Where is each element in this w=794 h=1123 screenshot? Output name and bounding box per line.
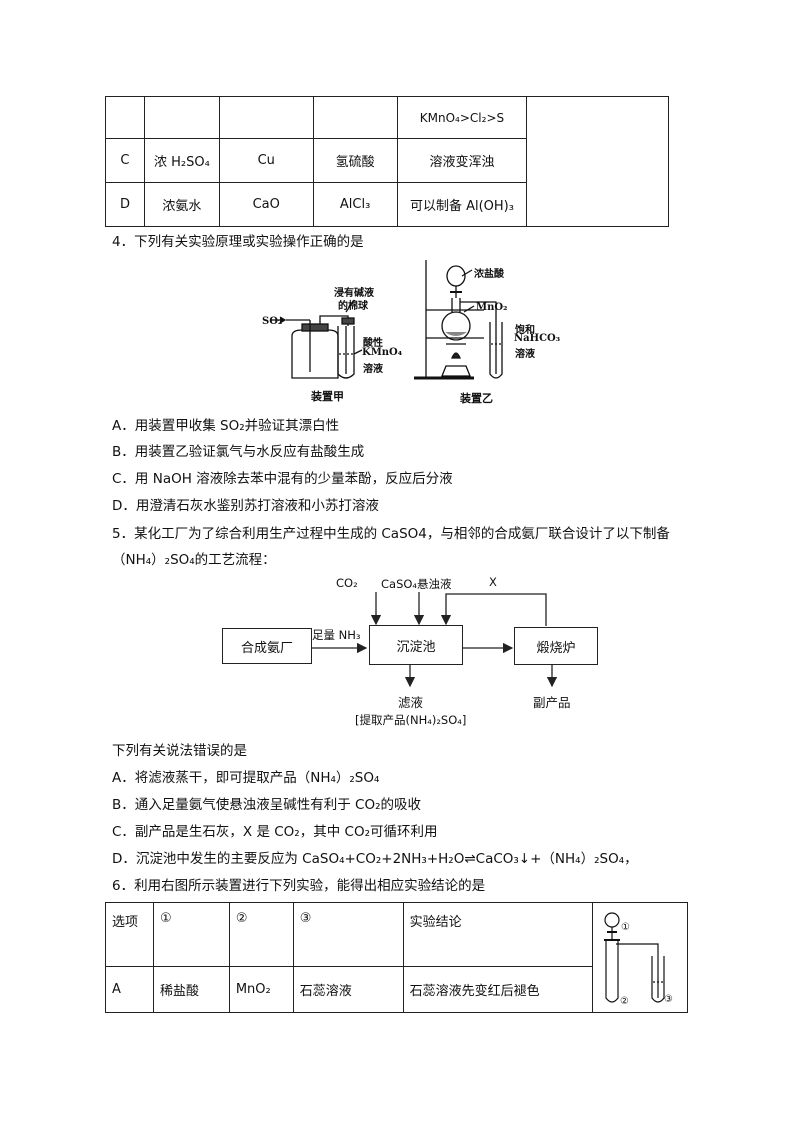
figure-label-1: ① — [621, 922, 630, 933]
label-mno2: MnO₂ — [476, 302, 508, 313]
label-cotton-1: 浸有碱液 — [334, 288, 374, 299]
top-table: KMnO₄>Cl₂>S C 浓 H₂SO₄ Cu 氢硫酸 溶液变浑浊 D 浓氨水… — [105, 96, 669, 227]
cell: 可以制备 Al(OH)₃ — [396, 182, 528, 227]
header-conclusion: 实验结论 — [402, 902, 594, 967]
q4-option-d: D．用澄清石灰水鉴别苏打溶液和小苏打溶液 — [112, 498, 379, 514]
header-3: ③ — [292, 902, 404, 967]
cell: 浓氨水 — [143, 182, 220, 227]
label-hcl: 浓盐酸 — [474, 269, 504, 280]
q5-question: 下列有关说法错误的是 — [112, 743, 247, 759]
cell: AlCl₃ — [312, 182, 398, 227]
cell: 氢硫酸 — [312, 138, 398, 183]
q5-stem-2: （NH₄）₂SO₄的工艺流程： — [112, 552, 276, 568]
cell: 石蕊溶液先变红后褪色 — [402, 966, 594, 1013]
label-nahco3-2: NaHCO₃ — [514, 333, 561, 344]
header-1: ① — [152, 902, 230, 967]
q4-apparatus-figure — [270, 260, 503, 380]
flow-label-byproduct: 副产品 — [533, 695, 571, 710]
flow-label-co2: CO₂ — [336, 576, 358, 590]
cell — [218, 96, 314, 139]
q6-stem: 6．利用右图所示装置进行下列实验，能得出相应实验结论的是 — [112, 878, 486, 894]
cell: MnO₂ — [228, 966, 294, 1013]
header-option: 选项 — [105, 902, 154, 967]
label-kmno4-3: 溶液 — [363, 364, 383, 375]
cell: Cu — [218, 138, 314, 183]
flow-label-x: X — [489, 575, 497, 589]
cell-figure — [592, 902, 688, 1013]
q5-option-a: A．将滤液蒸干，即可提取产品（NH₄）₂SO₄ — [112, 770, 380, 786]
label-kmno4-2: KMnO₄ — [362, 347, 403, 358]
cell: 稀盐酸 — [152, 966, 230, 1013]
cell — [312, 96, 398, 139]
label-device-a: 装置甲 — [311, 390, 344, 403]
flow-arrows — [312, 592, 558, 688]
flow-label-nh3: 足量 NH₃ — [312, 628, 361, 642]
label-device-b: 装置乙 — [460, 392, 493, 405]
cell-figure — [526, 96, 669, 227]
figure-label-2: ② — [620, 996, 629, 1007]
flow-box-ammonia: 合成氨厂 — [222, 628, 312, 664]
flow-label-filtrate: 滤液 — [398, 695, 424, 710]
cell-option: D — [105, 182, 145, 227]
q4-stem: 4．下列有关实验原理或实验操作正确的是 — [112, 234, 364, 250]
flow-box-settle: 沉淀池 — [369, 625, 463, 665]
q4-option-c: C．用 NaOH 溶液除去苯中混有的少量苯酚，反应后分液 — [112, 471, 453, 487]
cell-option: A — [105, 966, 154, 1013]
figure-label-3: ③ — [664, 994, 673, 1005]
q6-apparatus-figure — [604, 912, 665, 1003]
cell-option: C — [105, 138, 145, 183]
cell: 溶液变浑浊 — [396, 138, 528, 183]
label-kmno4-1: 酸性 — [363, 338, 383, 349]
cell: 浓 H₂SO₄ — [143, 138, 220, 183]
q5-option-d: D．沉淀池中发生的主要反应为 CaSO₄+CO₂+2NH₃+H₂O⇌CaCO₃↓… — [112, 851, 638, 867]
header-2: ② — [228, 902, 294, 967]
q4-option-a: A．用装置甲收集 SO₂并验证其漂白性 — [112, 418, 340, 434]
flow-label-extract: [提取产品(NH₄)₂SO₄] — [355, 713, 467, 727]
label-so2: SO₂ — [262, 316, 283, 327]
label-nahco3-3: 溶液 — [515, 349, 535, 360]
label-nahco3-1: 饱和 — [515, 325, 535, 336]
q5-option-b: B．通入足量氨气使悬浊液呈碱性有利于 CO₂的吸收 — [112, 797, 422, 813]
cell: 石蕊溶液 — [292, 966, 404, 1013]
label-cotton-2: 的棉球 — [338, 301, 368, 312]
cell-conclusion: KMnO₄>Cl₂>S — [396, 96, 528, 139]
flow-label-caso4: CaSO₄悬浊液 — [381, 577, 452, 591]
cell — [143, 96, 220, 139]
q6-table: 选项 ① ② ③ 实验结论 A 稀盐酸 MnO₂ 石蕊溶液 石蕊溶液先变红后褪色 — [105, 902, 688, 1013]
cell — [105, 96, 145, 139]
q5-stem-1: 5．某化工厂为了综合利用生产过程中生成的 CaSO4，与相邻的合成氨厂联合设计了… — [112, 526, 670, 542]
flow-box-furnace: 煅烧炉 — [514, 627, 598, 665]
q5-option-c: C．副产品是生石灰，X 是 CO₂，其中 CO₂可循环利用 — [112, 824, 438, 840]
q4-option-b: B．用装置乙验证氯气与水反应有盐酸生成 — [112, 444, 365, 460]
cell: CaO — [218, 182, 314, 227]
